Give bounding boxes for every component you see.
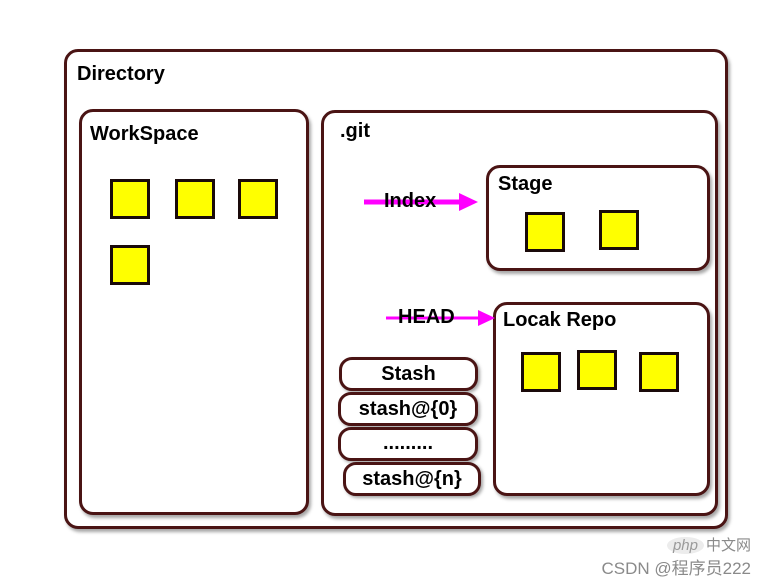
index-arrow-icon	[364, 193, 478, 211]
csdn-watermark: CSDN @程序员222	[601, 554, 751, 579]
repo-file-3	[639, 352, 679, 392]
git-label: .git	[340, 120, 370, 142]
watermark-author: CSDN @程序员222	[601, 559, 751, 578]
local-repo-box	[493, 302, 710, 496]
workspace-label: WorkSpace	[90, 123, 199, 145]
workspace-file-4	[110, 245, 150, 285]
local-repo-label: Locak Repo	[503, 309, 617, 331]
repo-file-1	[521, 352, 561, 392]
repo-file-2	[577, 350, 617, 390]
workspace-file-3	[238, 179, 278, 219]
workspace-box	[79, 109, 309, 515]
directory-label: Directory	[77, 63, 165, 85]
stage-label: Stage	[498, 173, 553, 195]
stash-ellipsis: .........	[338, 427, 478, 461]
php-logo-icon: php	[666, 537, 704, 554]
workspace-file-2	[175, 179, 215, 219]
stage-box	[486, 165, 710, 271]
workspace-file-1	[110, 179, 150, 219]
php-site-text: 中文网	[705, 537, 751, 554]
head-pointer-label: HEAD	[398, 306, 455, 328]
stage-file-1	[525, 212, 565, 252]
head-arrow-icon	[386, 310, 495, 326]
index-pointer-label: Index	[384, 190, 437, 212]
stash-entry-0: stash@{0}	[338, 392, 478, 426]
stash-header: Stash	[339, 357, 478, 391]
stage-file-2	[599, 210, 639, 250]
stash-entry-n: stash@{n}	[343, 462, 481, 496]
